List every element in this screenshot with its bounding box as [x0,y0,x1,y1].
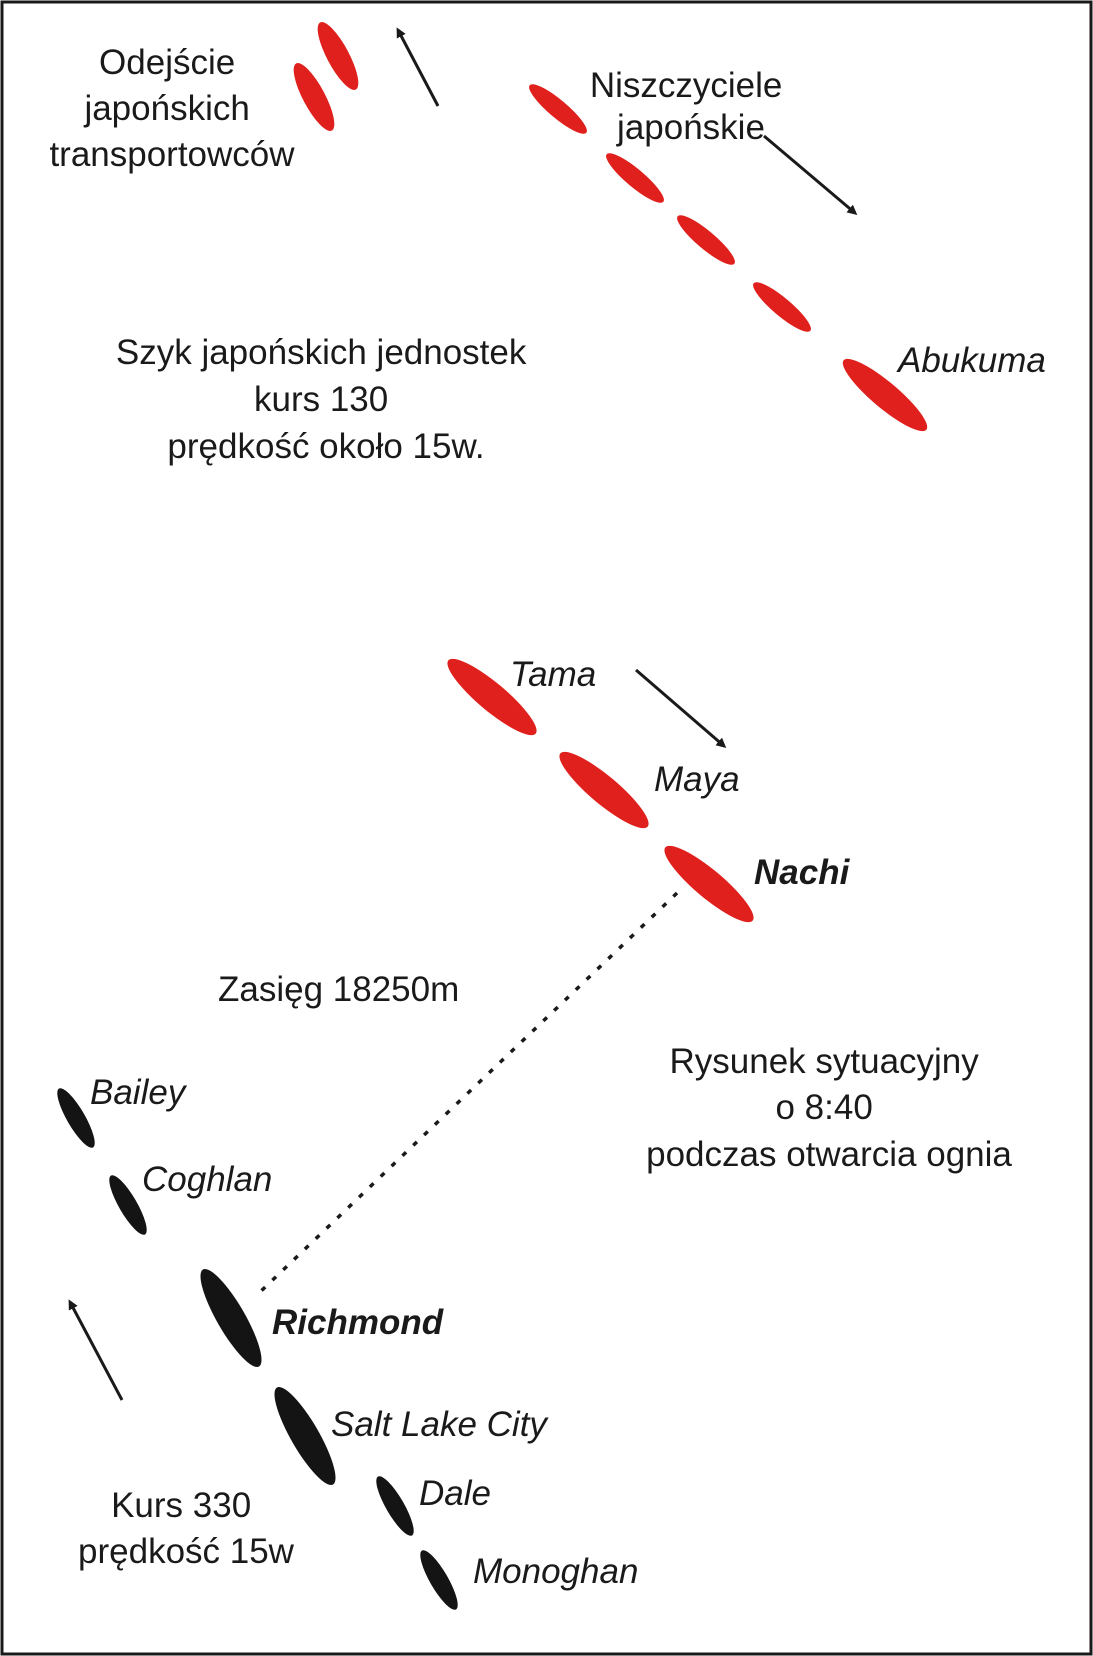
tama-ship [447,658,537,736]
destroyers-label-line: japońskie [616,108,765,147]
us-course-label: Kurs 330 prędkość 15w [78,1486,295,1571]
abukuma-label: Abukuma [896,341,1046,380]
salt-lake-city-label: Salt Lake City [331,1405,549,1444]
dale-ship [376,1476,414,1536]
situation-label: Rysunek sytuacyjny o 8:40 podczas otwarc… [646,1042,1012,1174]
transports-course-arrow [396,27,440,107]
transports-label-line: transportowców [49,135,295,174]
us-course-arrow [68,1299,124,1401]
salt-lake-city-ship [274,1387,336,1485]
situation-label-line: o 8:40 [775,1088,872,1127]
abukuma-ship [842,358,928,432]
cruisers-course-arrow [635,668,727,748]
range-dotted-line [257,891,679,1295]
formation-label-line: kurs 130 [254,380,388,419]
destroyers-course-arrow [763,134,858,215]
maya-ship [559,751,649,829]
japanese-destroyer-ship [677,215,735,265]
maya-label: Maya [654,760,740,799]
destroyers-label: Niszczyciele japońskie [590,66,792,147]
formation-label: Szyk japońskich jednostek kurs 130 prędk… [116,333,536,466]
bailey-ship [57,1088,95,1148]
tama-label: Tama [510,655,596,694]
us-course-label-line: Kurs 330 [111,1486,251,1525]
nachi-label: Nachi [754,853,851,892]
transports-departure-label: Odejście japońskich transportowców [49,43,295,174]
japanese-transport-ship [317,22,359,90]
japanese-destroyer-ship [753,282,811,332]
bailey-label: Bailey [90,1073,188,1112]
richmond-label: Richmond [272,1303,444,1342]
japanese-destroyer-ship [606,153,664,203]
situation-label-line: podczas otwarcia ognia [646,1135,1012,1174]
us-course-label-line: prędkość 15w [78,1532,295,1571]
transports-label-line: japońskich [83,89,249,128]
coghlan-label: Coghlan [142,1160,272,1199]
situation-label-line: Rysunek sytuacyjny [669,1042,979,1081]
formation-label-line: Szyk japońskich jednostek [116,333,527,372]
nachi-ship [664,845,754,923]
japanese-transport-ship [293,63,335,131]
range-label: Zasięg 18250m [218,970,459,1009]
destroyers-label-line: Niszczyciele [590,66,783,105]
japanese-destroyer-ship [529,84,587,134]
monoghan-ship [420,1550,458,1610]
richmond-ship [200,1269,262,1367]
transports-label-line: Odejście [99,43,235,82]
monoghan-label: Monoghan [473,1552,638,1591]
coghlan-ship [109,1175,147,1235]
formation-label-line: prędkość około 15w. [167,427,484,466]
dale-label: Dale [419,1474,491,1513]
